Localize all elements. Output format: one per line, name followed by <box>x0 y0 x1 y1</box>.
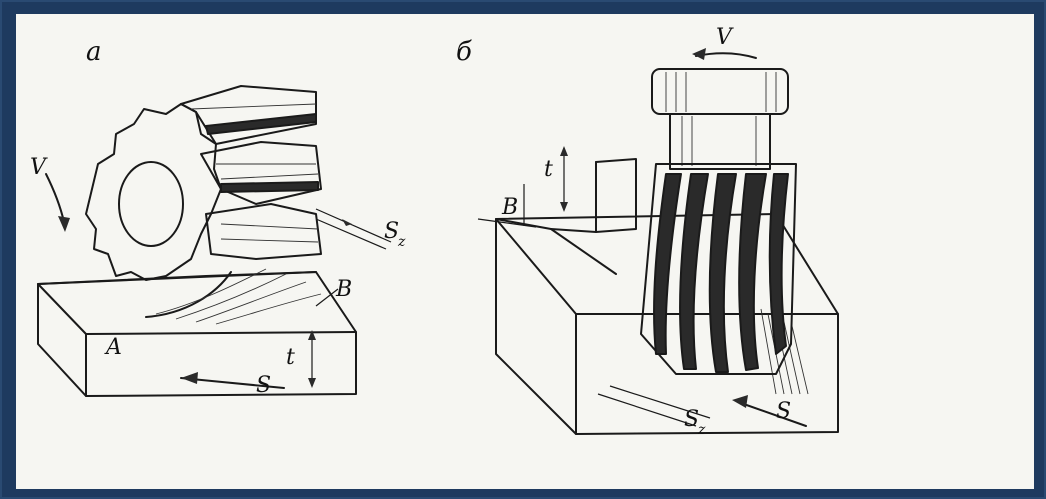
panel-b <box>477 48 839 435</box>
feed-arrow-a <box>180 372 285 389</box>
width-dimension-a <box>315 271 357 333</box>
point-a-label: A <box>104 335 122 360</box>
cutting-speed-label-a: V <box>30 155 48 180</box>
feed-per-tooth-sub-b: z <box>697 422 706 438</box>
workpiece-a <box>37 268 357 397</box>
cutting-speed-label-b: V <box>716 25 734 50</box>
panel-a-label: a <box>86 37 102 67</box>
depth-label-b: t <box>544 157 553 182</box>
panel-b-label: б <box>456 37 472 67</box>
feed-per-tooth-sub-a: z <box>397 234 406 250</box>
depth-dimension-a <box>308 330 316 388</box>
panel-a <box>37 85 392 397</box>
rotation-arrow-a <box>45 173 70 232</box>
feed-label-b: S <box>776 399 791 424</box>
feed-per-tooth-label-a: S <box>384 219 399 244</box>
cutter-a <box>85 85 322 281</box>
dims-b <box>477 146 568 228</box>
feed-label-a: S <box>256 373 271 398</box>
feed-arrow-b <box>732 395 807 427</box>
feed-per-tooth-a <box>315 208 392 250</box>
spindle-b <box>651 68 789 170</box>
width-label-b: B <box>501 195 518 220</box>
width-label-a: B <box>335 277 352 302</box>
depth-label-a: t <box>286 345 295 370</box>
feed-per-tooth-label-b: S <box>684 407 699 432</box>
rotation-arrow-b <box>692 48 757 60</box>
milling-diagram: a б V S z B t A S V t B S z S <box>30 25 839 438</box>
cutter-b <box>640 163 797 375</box>
drawing-sheet: a б V S z B t A S V t B S z S <box>16 14 1034 489</box>
feed-per-tooth-b <box>597 385 711 427</box>
